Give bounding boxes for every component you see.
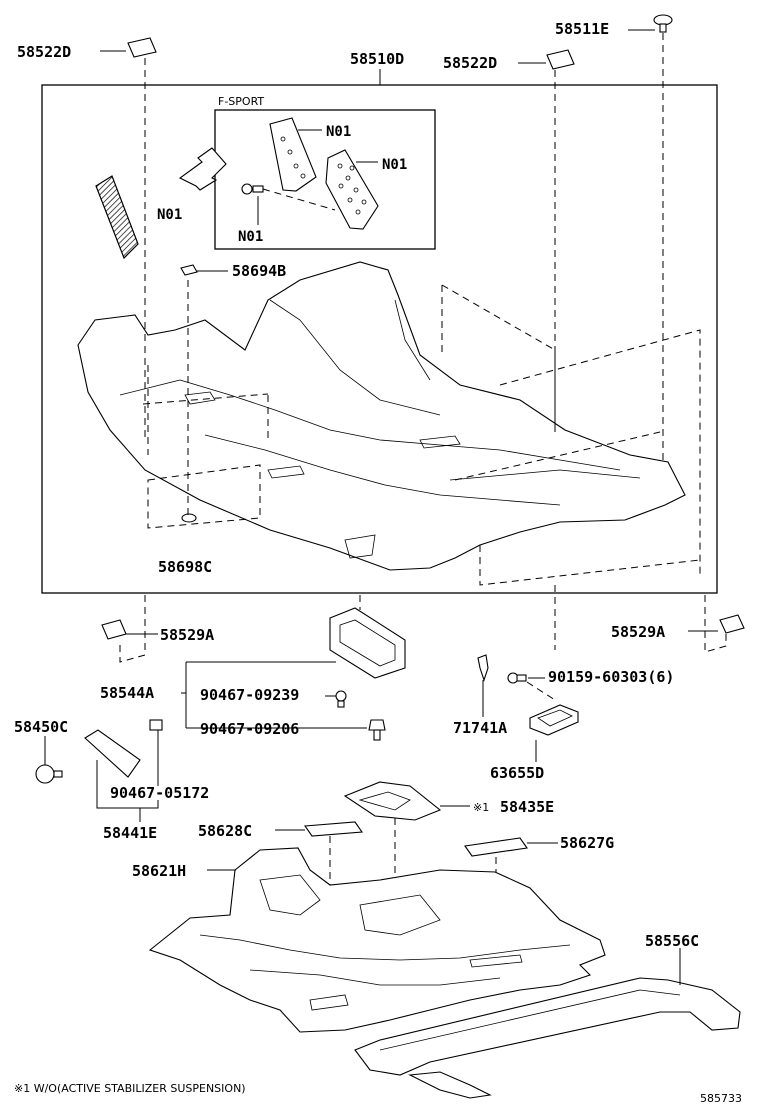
label-63655D: 63655D bbox=[490, 764, 544, 782]
diagram-id: 585733 bbox=[700, 1092, 742, 1105]
label-71741A: 71741A bbox=[453, 719, 507, 737]
cover-58435E bbox=[343, 781, 442, 821]
clip-icon bbox=[127, 37, 157, 58]
floor-carpet-assembly bbox=[77, 261, 686, 571]
label-n01-pedal1: N01 bbox=[326, 124, 351, 140]
floor-insulator-58621H bbox=[148, 847, 606, 1033]
label-58435E: 58435E bbox=[500, 798, 554, 816]
clip-icon bbox=[101, 619, 127, 640]
label-90159-60303: 90159-60303(6) bbox=[548, 668, 674, 686]
pedal-cover-narrow bbox=[269, 117, 317, 192]
label-90467-09206: 90467-09206 bbox=[200, 720, 299, 738]
bolt-icon bbox=[241, 183, 264, 195]
clip-icon bbox=[180, 264, 198, 276]
bracket-58544A bbox=[329, 607, 406, 679]
label-58529A-right: 58529A bbox=[611, 623, 665, 641]
label-58698C: 58698C bbox=[158, 558, 212, 576]
inset-title: F-SPORT bbox=[218, 95, 264, 108]
label-58694B: 58694B bbox=[232, 262, 286, 280]
clip-icon bbox=[719, 614, 745, 634]
label-58522D-left: 58522D bbox=[17, 43, 71, 61]
lamp-63655D bbox=[529, 704, 579, 736]
label-n01-pedal2: N01 bbox=[382, 157, 407, 173]
label-58529A-left: 58529A bbox=[160, 626, 214, 644]
grommet-icon bbox=[181, 513, 197, 523]
bolt-icon bbox=[335, 690, 347, 708]
label-90467-05172: 90467-05172 bbox=[110, 784, 209, 802]
label-58627G: 58627G bbox=[560, 834, 614, 852]
hook-71741A bbox=[477, 654, 489, 682]
label-58544A: 58544A bbox=[100, 684, 154, 702]
bolt-icon bbox=[368, 719, 386, 741]
bolt-icon bbox=[507, 672, 527, 684]
label-58522D-right: 58522D bbox=[443, 54, 497, 72]
sill-insulator-58556C bbox=[354, 977, 741, 1099]
pad-58627G bbox=[464, 837, 528, 857]
label-58441E: 58441E bbox=[103, 824, 157, 842]
grommet-icon bbox=[35, 764, 63, 784]
floor-mat-hatched bbox=[95, 175, 139, 260]
clip-icon bbox=[149, 719, 163, 731]
label-58510D: 58510D bbox=[350, 50, 404, 68]
pedal-cover-wide bbox=[325, 149, 379, 230]
label-n01-mat: N01 bbox=[157, 207, 182, 223]
label-58511E: 58511E bbox=[555, 20, 609, 38]
footnote: ※1 W/O(ACTIVE STABILIZER SUSPENSION) bbox=[14, 1082, 246, 1095]
label-58628C: 58628C bbox=[198, 822, 252, 840]
plate-58441E bbox=[84, 729, 141, 778]
label-n01-bolt: N01 bbox=[238, 229, 263, 245]
label-90467-09239: 90467-09239 bbox=[200, 686, 299, 704]
grommet-icon bbox=[653, 14, 673, 33]
label-58450C: 58450C bbox=[14, 718, 68, 736]
label-58556C: 58556C bbox=[645, 932, 699, 950]
hatched-arrow-icon bbox=[178, 147, 227, 191]
pad-58628C bbox=[303, 821, 364, 837]
label-note1-mark: ※1 bbox=[473, 801, 489, 814]
clip-icon bbox=[546, 49, 575, 70]
label-58621H: 58621H bbox=[132, 862, 186, 880]
